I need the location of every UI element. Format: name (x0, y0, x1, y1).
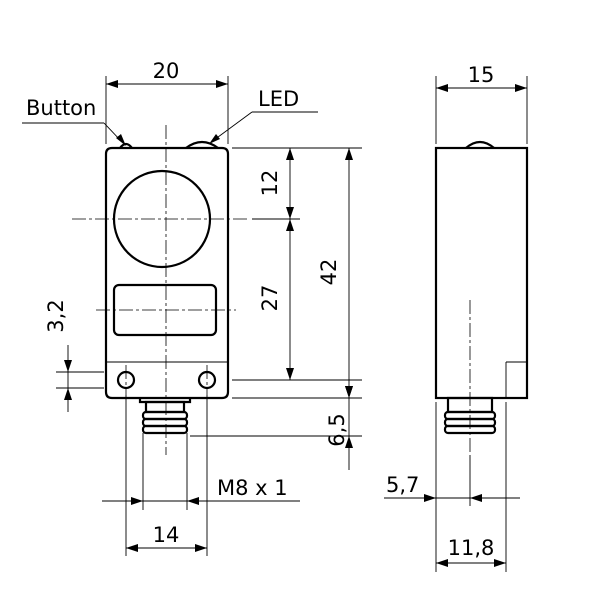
labels: 20 Button LED 15 12 27 42 3,2 6,5 M8 x 1… (26, 59, 494, 560)
side-housing-outline (434, 146, 529, 400)
m8-connector (141, 400, 189, 435)
dim-side-offset: 5,7 (386, 473, 419, 497)
dim-connector-length: 6,5 (325, 413, 349, 446)
dim-window-offset: 27 (258, 285, 282, 312)
connector-thread-3 (141, 424, 189, 435)
led-bump (185, 140, 219, 149)
dim-lens-offset: 12 (258, 170, 282, 197)
dim-side-width: 15 (468, 63, 495, 87)
front-housing-outline (104, 146, 230, 400)
dim-mount-hole-spacing: 14 (153, 523, 180, 547)
dimension-lines (22, 76, 528, 572)
label-button: Button (26, 96, 96, 120)
dim-mount-hole-offset: 3,2 (44, 299, 68, 332)
dim-total-height: 42 (317, 259, 341, 286)
side-led-bump (465, 140, 495, 149)
label-thread: M8 x 1 (217, 476, 288, 500)
front-view (72, 125, 250, 455)
dim-side-connector-offset: 11,8 (448, 536, 495, 560)
button-bump (119, 142, 133, 149)
label-led: LED (258, 87, 299, 111)
dim-front-width: 20 (153, 59, 180, 83)
side-view (434, 140, 529, 455)
connector-neck (144, 400, 186, 414)
